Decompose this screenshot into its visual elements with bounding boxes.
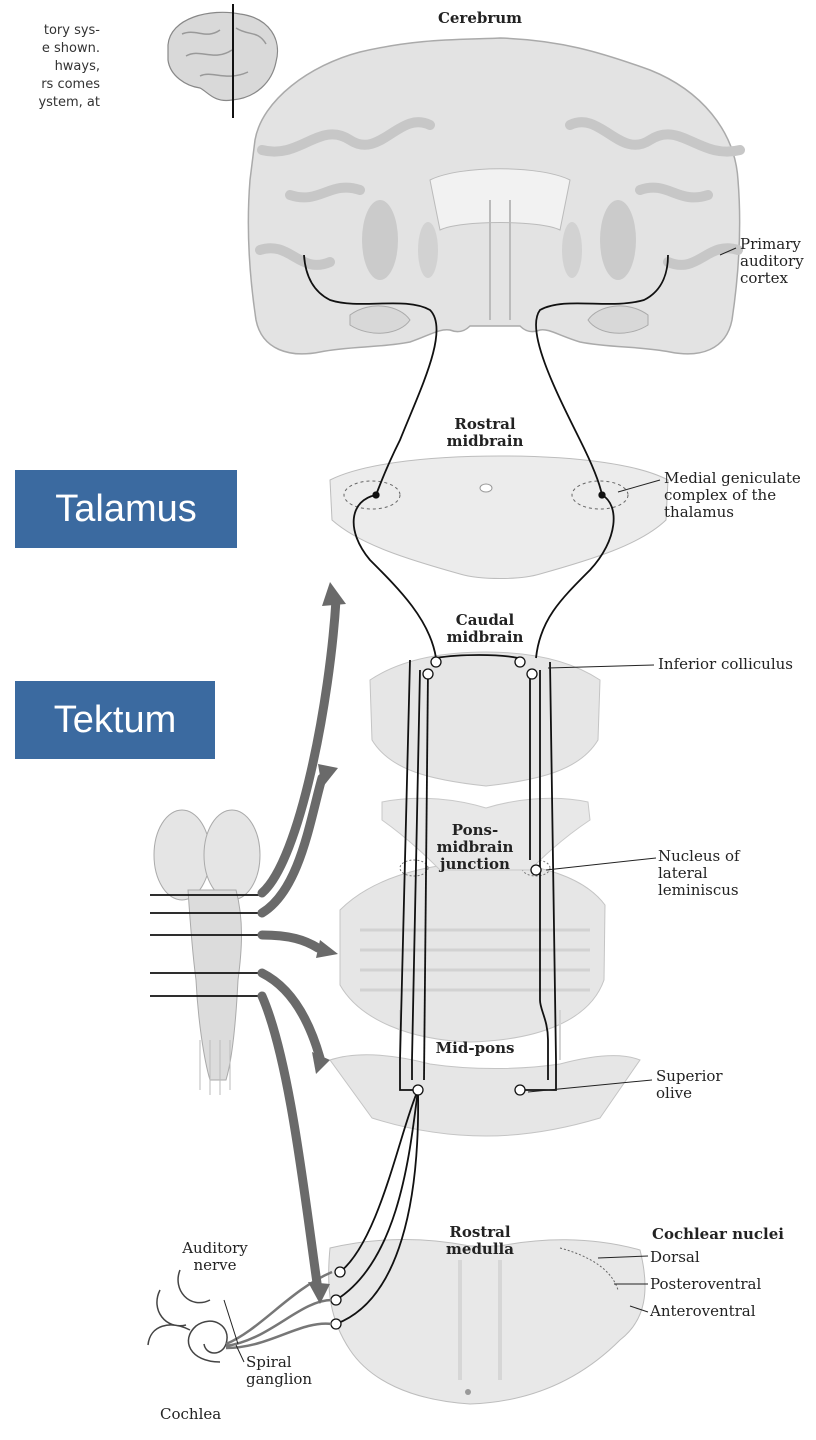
- caption-line: rs comes: [0, 76, 100, 94]
- label-line: leminiscus: [658, 882, 740, 899]
- superior-olive-label: Superior olive: [656, 1068, 723, 1102]
- mid-pons-title: Mid-pons: [420, 1040, 530, 1057]
- caudal-midbrain-title: Caudal midbrain: [430, 612, 540, 646]
- rostral-midbrain-section: [330, 456, 668, 579]
- label-line: thalamus: [664, 504, 801, 521]
- anteroventral-label: Anteroventral: [650, 1303, 756, 1320]
- label-line: Nucleus of: [658, 848, 740, 865]
- label-line: nerve: [170, 1257, 260, 1274]
- brain-thumbnail: [168, 4, 278, 118]
- caudal-midbrain-line: midbrain: [430, 629, 540, 646]
- label-line: ganglion: [246, 1371, 312, 1388]
- cochlea-ear: [148, 1270, 332, 1362]
- pons-midbrain-title: Pons- midbrain junction: [410, 822, 540, 873]
- label-line: Spiral: [246, 1354, 312, 1371]
- rostral-midbrain-line: Rostral: [430, 416, 540, 433]
- label-line: complex of the: [664, 487, 801, 504]
- cochlea-label: Cochlea: [160, 1406, 221, 1423]
- label-line: auditory: [740, 253, 804, 270]
- rostral-medulla-section: [329, 1240, 645, 1405]
- nucleus-lateral-leminiscus-label: Nucleus of lateral leminiscus: [658, 848, 740, 899]
- cerebrum-section: [248, 38, 740, 354]
- caption-line: hways,: [0, 58, 100, 76]
- caption-line: ystem, at: [0, 94, 100, 112]
- brainstem-thumbnail: [150, 810, 262, 1095]
- rostral-medulla-title: Rostral medulla: [425, 1224, 535, 1258]
- tektum-box: Tektum: [15, 681, 215, 759]
- label-line: Auditory: [170, 1240, 260, 1257]
- rostral-medulla-line: medulla: [425, 1241, 535, 1258]
- medial-geniculate-label: Medial geniculate complex of the thalamu…: [664, 470, 801, 521]
- figure-caption: tory sys- e shown. hways, rs comes ystem…: [0, 22, 100, 112]
- rostral-midbrain-line: midbrain: [430, 433, 540, 450]
- label-line: Medial geniculate: [664, 470, 801, 487]
- label-line: cortex: [740, 270, 804, 287]
- pons-midbrain-section: [340, 860, 605, 1042]
- talamus-box: Talamus: [15, 470, 237, 548]
- inferior-colliculus-label: Inferior colliculus: [658, 656, 793, 673]
- rostral-medulla-line: Rostral: [425, 1224, 535, 1241]
- rostral-midbrain-title: Rostral midbrain: [430, 416, 540, 450]
- posteroventral-label: Posteroventral: [650, 1276, 761, 1293]
- dorsal-label: Dorsal: [650, 1249, 700, 1266]
- caudal-midbrain-line: Caudal: [430, 612, 540, 629]
- pons-midbrain-line: midbrain: [410, 839, 540, 856]
- cochlear-nuclei-heading: Cochlear nuclei: [652, 1226, 784, 1243]
- label-line: Superior: [656, 1068, 723, 1085]
- caption-line: tory sys-: [0, 22, 100, 40]
- label-line: lateral: [658, 865, 740, 882]
- caudal-midbrain-section: [370, 652, 600, 786]
- auditory-nerve-label: Auditory nerve: [170, 1240, 260, 1274]
- pons-midbrain-line: Pons-: [410, 822, 540, 839]
- pons-midbrain-line: junction: [410, 856, 540, 873]
- label-line: olive: [656, 1085, 723, 1102]
- spiral-ganglion-label: Spiral ganglion: [246, 1354, 312, 1388]
- caption-line: e shown.: [0, 40, 100, 58]
- primary-auditory-cortex-label: Primary auditory cortex: [740, 236, 804, 287]
- cerebrum-title: Cerebrum: [410, 10, 550, 27]
- label-line: Primary: [740, 236, 804, 253]
